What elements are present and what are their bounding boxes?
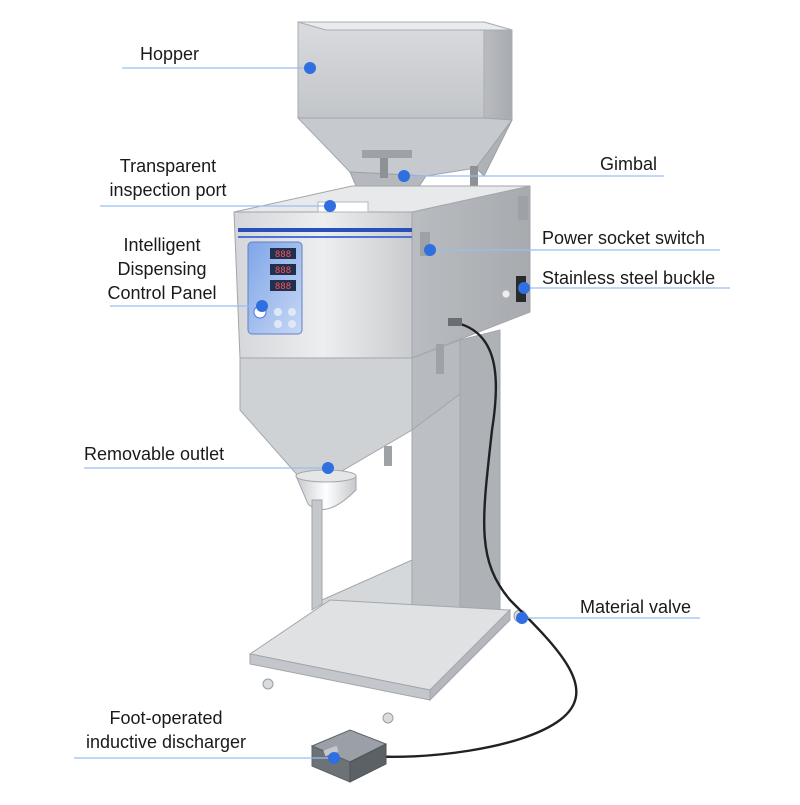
label-foot-line1: Foot-operated	[109, 708, 223, 728]
blue-stripe	[238, 228, 412, 232]
label-removable-outlet: Removable outlet	[84, 444, 225, 464]
gimbal	[362, 150, 478, 188]
label-hopper: Hopper	[140, 44, 200, 64]
label-control-panel-line2: Dispensing	[117, 259, 207, 279]
label-control-panel-line3: Control Panel	[107, 283, 217, 303]
display-3: 888	[275, 282, 291, 292]
display-2: 888	[275, 266, 291, 276]
label-power-socket-switch: Power socket switch	[542, 228, 706, 248]
callout-dot-control-panel	[256, 300, 268, 312]
removable-outlet	[295, 469, 357, 511]
foot-pedal-cable	[369, 318, 578, 759]
display-2-bg	[270, 264, 296, 275]
label-foot-line2: inductive discharger	[85, 732, 247, 752]
control-panel: 888 888 888	[247, 241, 303, 335]
display-3-bg	[270, 280, 296, 291]
label-gimbal: Gimbal	[600, 154, 658, 174]
display-1: 888	[275, 250, 291, 260]
callout-dot-inspection	[324, 200, 336, 212]
label-material-valve: Material valve	[580, 597, 692, 617]
display-1-bg	[270, 248, 296, 259]
callout-dots	[256, 62, 530, 764]
callout-dot-gimbal	[398, 170, 410, 182]
callout-dot-buckle	[518, 282, 530, 294]
label-inspection-port-line2: inspection port	[109, 180, 227, 200]
callout-dot-foot	[328, 752, 340, 764]
foot-pedal	[310, 729, 388, 783]
label-stainless-steel-buckle: Stainless steel buckle	[542, 268, 716, 288]
callout-dot-hopper	[304, 62, 316, 74]
callout-lines	[74, 67, 730, 759]
hopper	[296, 21, 513, 189]
label-control-panel-line1: Intelligent	[123, 235, 201, 255]
callout-dot-power	[424, 244, 436, 256]
callout-dot-valve	[516, 612, 528, 624]
label-inspection-port-line1: Transparent	[119, 156, 217, 176]
inspection-window	[317, 201, 369, 213]
callout-dot-outlet	[322, 462, 334, 474]
